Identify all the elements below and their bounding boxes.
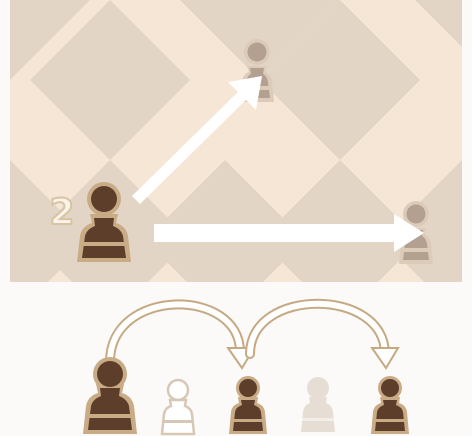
chess-board: 2: [10, 0, 462, 282]
chess-board-panel: 2: [10, 0, 462, 282]
step-count-badge: 2: [49, 192, 74, 233]
pawn-hop-diagram: [10, 282, 462, 436]
hop-diagram-svg: [10, 282, 462, 436]
